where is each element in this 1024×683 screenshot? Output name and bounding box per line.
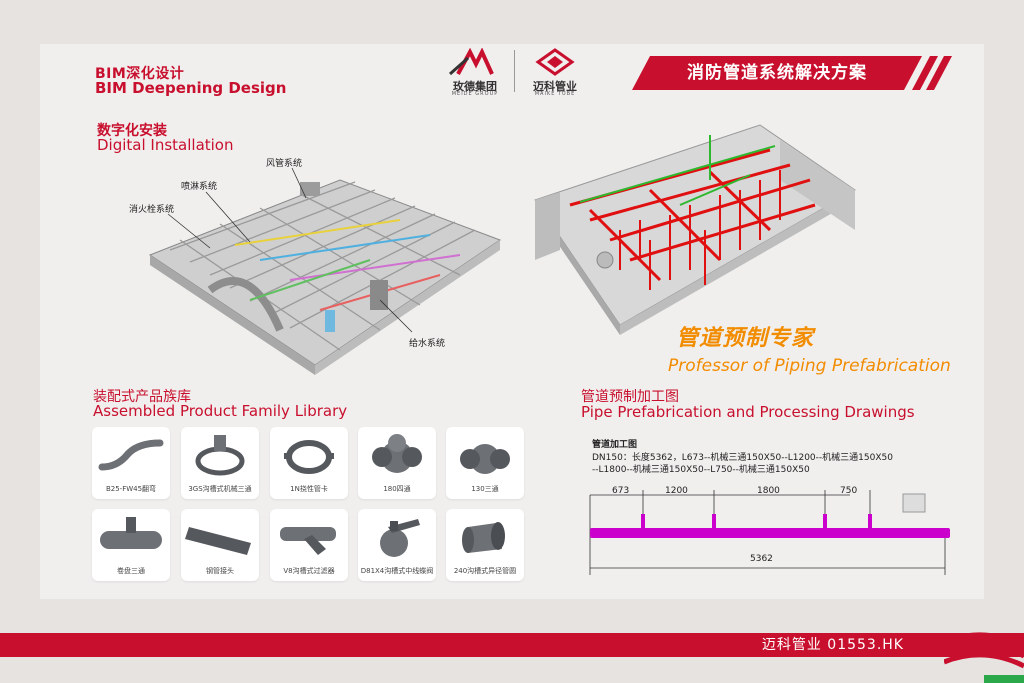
- offset-bend-icon: [98, 439, 164, 471]
- maike-logo-cn: 迈科管业: [533, 80, 577, 93]
- pipe-drawing: 673 1200 1800 750 5362: [589, 486, 950, 575]
- callout-sprinkler: 喷淋系统: [181, 182, 218, 192]
- pipe-branches: [641, 514, 872, 530]
- maike-logo-en: MAIKE TUBE: [534, 91, 576, 97]
- product-caption: 卷盘三通: [117, 567, 145, 575]
- banner-title: 消防管道系统解决方案: [687, 63, 867, 83]
- product-caption: 240沟槽式异径管圆: [453, 567, 517, 575]
- library-title-cn: 装配式产品族库: [93, 389, 191, 405]
- product-card[interactable]: 1N挠性管卡: [270, 427, 348, 499]
- drawing-spec-line1: DN150：长度5362，L673--机械三通150X50--L1200--机械…: [592, 453, 893, 463]
- product-card[interactable]: 卷盘三通: [92, 509, 170, 581]
- drawing-spec-line2: --L1800--机械三通150X50--L750--机械三通150X50: [592, 465, 810, 475]
- digital-title-en: Digital Installation: [97, 136, 234, 154]
- dim-1800: 1800: [757, 486, 780, 496]
- product-card[interactable]: 180四通: [358, 427, 436, 499]
- product-caption: D81X4沟槽式中线蝶阀: [360, 567, 434, 575]
- cross-fitting-icon: [372, 434, 422, 473]
- callout-hydrant: 消火栓系统: [129, 205, 175, 215]
- drawing-label: 管道加工图: [592, 440, 638, 450]
- footer-stripe-logo: [944, 632, 1024, 683]
- product-card[interactable]: V8沟槽式过滤器: [270, 509, 348, 581]
- product-caption: B25-FW45翻弯: [105, 485, 157, 493]
- pipe-body: [590, 528, 950, 538]
- meide-logo-cn: 玫德集团: [453, 80, 497, 93]
- product-card[interactable]: 130三通: [446, 427, 524, 499]
- product-caption: 130三通: [471, 485, 499, 493]
- drawings-title-en: Pipe Prefabrication and Processing Drawi…: [581, 403, 915, 421]
- dim-673: 673: [612, 486, 629, 496]
- rolled-tee-icon: [100, 517, 162, 549]
- product-caption: 3GS沟槽式机械三通: [188, 485, 252, 493]
- product-caption: 钢管接头: [206, 567, 234, 575]
- product-caption: V8沟槽式过滤器: [283, 567, 335, 575]
- digital-title-cn: 数字化安装: [97, 123, 167, 139]
- footer-bar: 迈科管业 01553.HK: [0, 633, 1024, 657]
- dim-total: 5362: [750, 554, 773, 564]
- callout-duct: 风管系统: [266, 159, 303, 169]
- meide-logo-en: MEIDE GROUP: [451, 91, 499, 97]
- dim-1200: 1200: [665, 486, 688, 496]
- logo-divider: [514, 50, 515, 92]
- mechanical-tee-icon: [195, 435, 245, 476]
- product-caption: 1N挠性管卡: [290, 485, 328, 493]
- product-card[interactable]: 钢管接头: [181, 509, 259, 581]
- product-card[interactable]: D81X4沟槽式中线蝶阀: [358, 509, 436, 581]
- y-strainer-icon: [280, 527, 336, 555]
- drawings-title-cn: 管道预制加工图: [581, 389, 679, 405]
- callout-water: 给水系统: [409, 339, 446, 349]
- meide-logo: 玫德集团 MEIDE GROUP: [440, 47, 510, 97]
- dim-750: 750: [840, 486, 857, 496]
- expert-title-cn: 管道预制专家: [676, 326, 815, 351]
- section-title-en: BIM Deepening Design: [95, 79, 287, 97]
- reducer-icon: [462, 522, 505, 553]
- product-card[interactable]: 3GS沟槽式机械三通: [181, 427, 259, 499]
- content-panel: [40, 44, 984, 599]
- footer-text: 迈科管业 01553.HK: [761, 637, 904, 653]
- product-caption: 180四通: [383, 485, 411, 493]
- pipe-nipple-icon: [185, 527, 251, 555]
- product-card[interactable]: 240沟槽式异径管圆: [446, 509, 524, 581]
- solution-banner: 消防管道系统解决方案: [632, 56, 952, 90]
- flexible-coupling-icon: [284, 440, 334, 474]
- library-title-en: Assembled Product Family Library: [93, 402, 348, 420]
- maike-logo: 迈科管业 MAIKE TUBE: [520, 48, 590, 97]
- butterfly-valve-icon: [380, 519, 420, 557]
- product-card[interactable]: B25-FW45翻弯: [92, 427, 170, 499]
- expert-title-en: Professor of Piping Prefabrication: [668, 356, 951, 376]
- section-marker: [902, 493, 926, 513]
- section-title-cn: BIM深化设计: [95, 66, 185, 82]
- fire-pipe-model: [534, 124, 856, 335]
- tee-fitting-icon: [460, 444, 510, 474]
- bim-building-model: [148, 179, 502, 375]
